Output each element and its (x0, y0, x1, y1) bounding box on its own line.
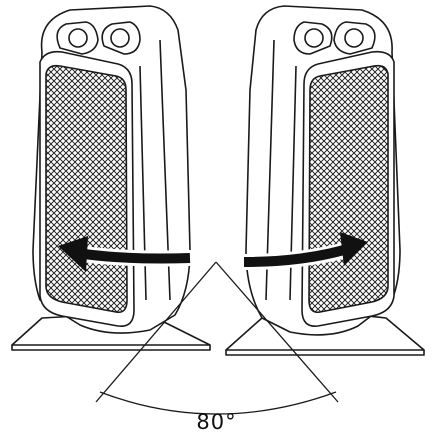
angle-indicator (95, 261, 339, 415)
left-knob-2-icon (110, 28, 130, 48)
angle-label: 80° (196, 410, 237, 434)
right-knob-1-icon (344, 28, 364, 48)
right-arrow-icon (236, 232, 368, 270)
angle-line-left (95, 261, 217, 403)
angle-line-right (215, 261, 339, 403)
right-heater-grille (308, 64, 389, 314)
left-knob-1-icon (68, 28, 88, 48)
right-knob-2-icon (304, 28, 324, 48)
left-heater-grille (45, 64, 128, 314)
left-arrow-icon (58, 236, 198, 272)
angle-arc (99, 391, 337, 415)
right-heater (225, 5, 425, 356)
left-heater (11, 5, 211, 351)
